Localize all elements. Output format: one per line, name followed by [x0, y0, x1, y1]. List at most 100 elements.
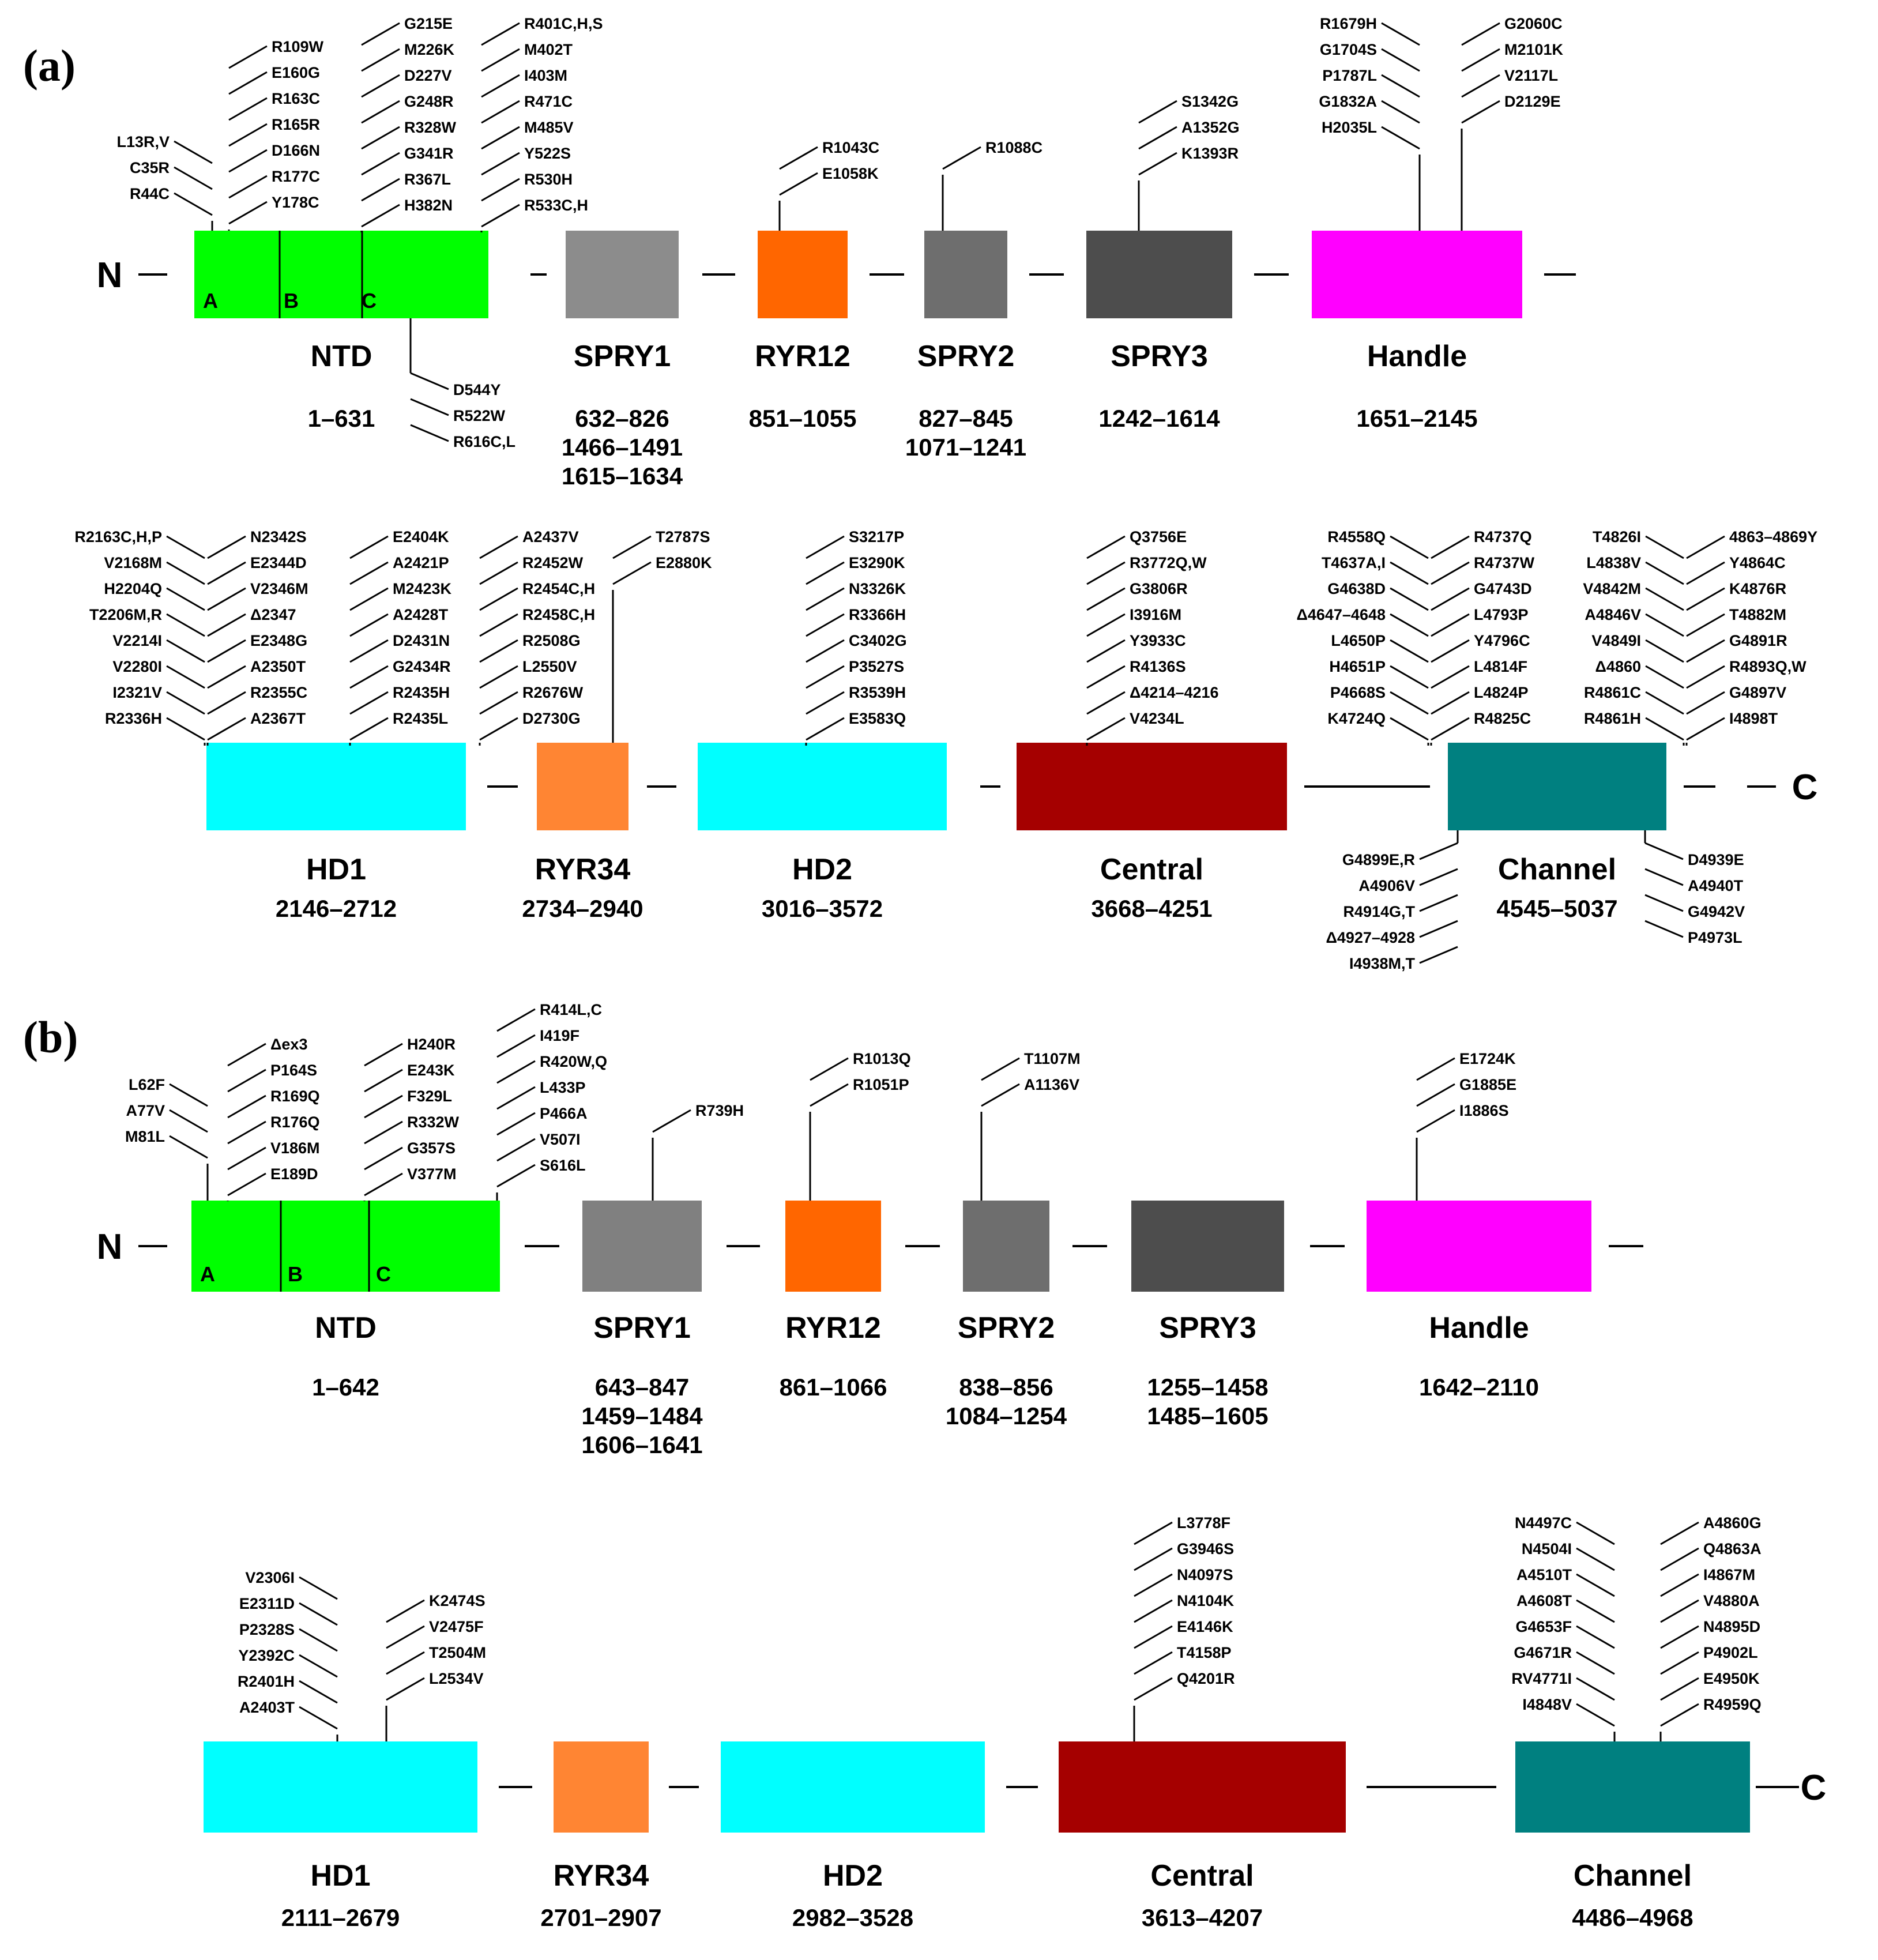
mutation-leader	[806, 691, 845, 715]
mutation-label: D227V	[404, 67, 452, 84]
mutation-leader	[410, 372, 449, 390]
mutation-leader	[1645, 639, 1684, 663]
mutation-leader	[228, 175, 268, 199]
domain-name: HD2	[792, 853, 852, 886]
mutation-leader	[207, 717, 246, 741]
mutation-label: T4637A,I	[1322, 554, 1386, 571]
mutation-label: M226K	[404, 41, 455, 58]
mutation-label: 4863–4869Y	[1729, 528, 1817, 546]
mutation-label: V4234L	[1130, 710, 1184, 727]
domain-range: 2146–2712	[276, 895, 397, 922]
domain-name: Central	[1150, 1859, 1254, 1893]
mutation-leader	[1381, 126, 1420, 150]
mutation-label: E2344D	[250, 554, 307, 571]
subdomain-label: C	[376, 1262, 391, 1286]
domain-box	[1131, 1201, 1284, 1292]
mutation-label: R2336H	[105, 710, 162, 727]
mutation-leader	[479, 535, 518, 559]
mutation-label: E3583Q	[849, 710, 906, 727]
mutation-label: R3539H	[849, 684, 906, 701]
mutation-label: I419F	[540, 1027, 579, 1044]
mutation-leader	[299, 1628, 338, 1652]
mutation-leader	[1576, 1573, 1615, 1597]
mutation-label: T2504M	[429, 1644, 486, 1661]
mutation-label: I4867M	[1703, 1566, 1755, 1583]
mutation-leader	[612, 535, 652, 559]
domain-name: RYR34	[535, 853, 631, 886]
mutation-label: E1724K	[1459, 1050, 1516, 1067]
mutation-label: R4558Q	[1327, 528, 1386, 546]
mutation-leader	[1576, 1625, 1615, 1649]
mutation-label: P164S	[270, 1062, 317, 1079]
mutation-leader	[166, 691, 205, 715]
mutation-leader	[361, 74, 400, 98]
mutation-leader	[1390, 587, 1429, 611]
mutation-leader	[806, 535, 845, 559]
domain-range: 827–845	[919, 405, 1013, 432]
mutation-label: R1679H	[1320, 15, 1377, 32]
mutation-leader	[496, 1112, 536, 1136]
mutation-label: R328W	[404, 119, 457, 136]
mutation-label: N4497C	[1515, 1514, 1572, 1532]
domain-box	[554, 1741, 649, 1833]
mutation-label: E3290K	[849, 554, 905, 571]
mutation-label: R3366H	[849, 606, 906, 623]
mutation-leader	[479, 717, 518, 741]
mutation-leader	[299, 1576, 338, 1600]
mutation-label: G1885E	[1459, 1076, 1516, 1093]
mutation-label: G3806R	[1130, 580, 1188, 597]
mutation-label: L4650P	[1331, 632, 1386, 649]
mutation-leader	[942, 146, 981, 170]
mutation-label: A2428T	[393, 606, 449, 623]
mutation-label: A77V	[126, 1102, 165, 1119]
mutation-leader	[361, 178, 400, 202]
mutation-label: V377M	[407, 1165, 457, 1183]
mutation-label: T4158P	[1177, 1644, 1232, 1661]
mutation-label: L62F	[129, 1076, 165, 1093]
mutation-leader	[1660, 1599, 1699, 1623]
mutation-leader	[1138, 100, 1177, 124]
mutation-leader	[1576, 1547, 1615, 1571]
mutation-label: L4793P	[1474, 606, 1529, 623]
mutation-label: R1051P	[853, 1076, 909, 1093]
mutation-label: T4826I	[1593, 528, 1641, 546]
mutation-leader	[1645, 691, 1684, 715]
mutation-label: R177C	[272, 168, 320, 185]
mutation-leader	[1134, 1677, 1173, 1701]
domain-range: 2982–3528	[792, 1904, 913, 1931]
mutation-label: M2423K	[393, 580, 452, 597]
mutation-label: D2129E	[1504, 93, 1561, 110]
mutation-leader	[806, 561, 845, 585]
domain-box	[1448, 743, 1666, 830]
domain-box	[566, 231, 679, 318]
mutation-label: Y2392C	[238, 1647, 295, 1664]
domain-box	[1515, 1741, 1750, 1833]
mutation-leader	[1419, 920, 1458, 938]
domain-name: SPRY3	[1111, 340, 1208, 373]
mutation-label: R4825C	[1474, 710, 1531, 727]
subdomain-label: B	[284, 289, 299, 313]
mutation-leader	[1686, 613, 1725, 637]
mutation-leader	[481, 22, 520, 46]
mutation-label: R2676W	[522, 684, 584, 701]
domain-name: SPRY3	[1159, 1311, 1256, 1345]
domain-name: SPRY1	[593, 1311, 691, 1345]
domain-box	[582, 1201, 702, 1292]
domain-box	[758, 231, 848, 318]
mutation-label: A2350T	[250, 658, 306, 675]
mutation-leader	[1461, 48, 1500, 72]
mutation-label: A4940T	[1688, 877, 1744, 894]
mutation-label: R169Q	[270, 1088, 320, 1105]
domain-range: 3668–4251	[1091, 895, 1212, 922]
mutation-label: R2163C,H,P	[74, 528, 162, 546]
domain-range: 1466–1491	[562, 434, 683, 461]
mutation-label: R44C	[130, 185, 170, 202]
mutation-leader	[1134, 1625, 1173, 1649]
mutation-leader	[207, 587, 246, 611]
mutation-label: G1704S	[1320, 41, 1377, 58]
domain-range: 1459–1484	[581, 1402, 703, 1429]
domain-box	[204, 1741, 477, 1833]
mutation-leader	[1416, 1083, 1455, 1107]
domain-box	[721, 1741, 985, 1833]
mutation-label: E4146K	[1177, 1618, 1233, 1635]
